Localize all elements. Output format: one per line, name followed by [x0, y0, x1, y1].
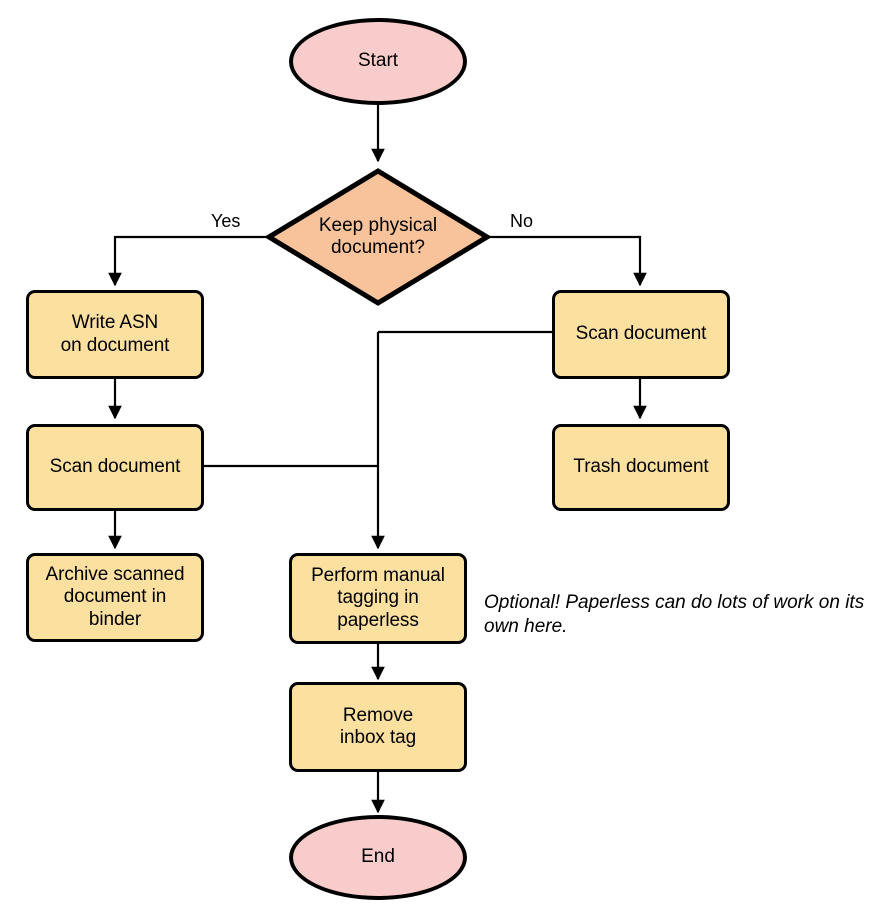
- node-trash-document-label: Trash document: [573, 456, 709, 478]
- node-start[interactable]: Start: [289, 18, 467, 105]
- node-trash-document[interactable]: Trash document: [552, 424, 730, 511]
- edge-decision-no-to-scan-right: [490, 235, 647, 287]
- node-remove-inbox-tag-label: Remove inbox tag: [339, 704, 417, 748]
- node-archive-binder[interactable]: Archive scanned document in binder: [26, 553, 204, 642]
- edge-label-yes: Yes: [211, 211, 241, 231]
- node-end-label: End: [361, 846, 395, 868]
- diamond-shape: [266, 168, 490, 306]
- node-scan-document-right-label: Scan document: [575, 323, 707, 345]
- node-start-label: Start: [357, 50, 399, 72]
- node-scan-document-left-label: Scan document: [49, 456, 181, 478]
- node-manual-tagging[interactable]: Perform manual tagging in paperless: [289, 553, 467, 644]
- node-end[interactable]: End: [289, 815, 467, 900]
- node-decision-keep-physical[interactable]: Keep physical document?: [266, 168, 490, 306]
- node-remove-inbox-tag[interactable]: Remove inbox tag: [289, 682, 467, 772]
- node-write-asn[interactable]: Write ASN on document: [26, 290, 204, 379]
- node-scan-document-right[interactable]: Scan document: [552, 290, 730, 379]
- node-manual-tagging-label: Perform manual tagging in paperless: [311, 564, 445, 631]
- annotation-optional-note: Optional! Paperless can do lots of work …: [484, 592, 865, 638]
- node-scan-document-left[interactable]: Scan document: [26, 424, 204, 511]
- node-archive-binder-label: Archive scanned document in binder: [45, 563, 185, 630]
- edge-label-no: No: [510, 211, 534, 231]
- edge-decision-yes-to-write-asn: [108, 235, 266, 287]
- node-decision-keep-physical-label: Keep physical document?: [318, 214, 438, 258]
- node-write-asn-label: Write ASN on document: [60, 312, 170, 356]
